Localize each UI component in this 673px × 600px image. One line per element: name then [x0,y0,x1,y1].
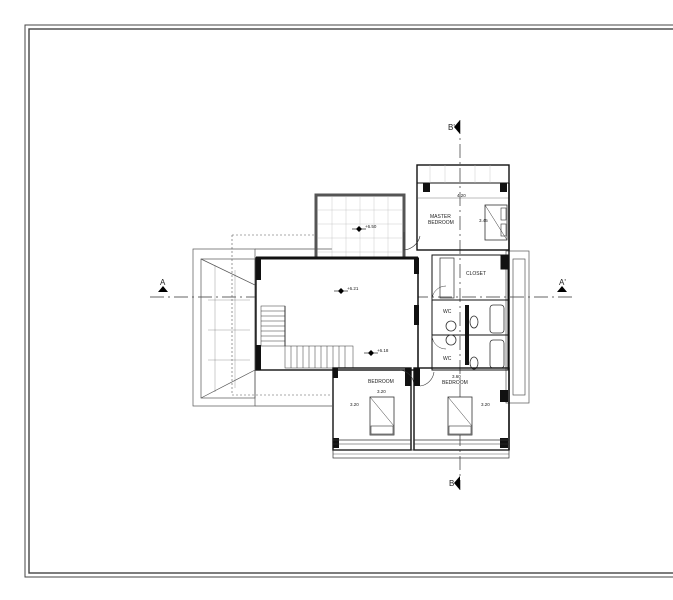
bedroom-left-depth-dim: 3.20 [350,402,359,407]
wc-lower-label: WC [443,356,452,362]
level-marker-terrace: +6.50 [352,224,377,232]
level-hall-text: +6.21 [347,286,359,291]
level-marker-hall: +6.21 [334,286,359,294]
section-line-b: B' B [448,120,461,490]
staircase [260,305,354,369]
toilet-upper-icon [469,315,479,329]
bedroom-left: BEDROOM 3.20 3.20 [332,367,415,451]
section-marker-b-bottom-icon [454,476,460,490]
bottom-balcony [332,449,510,459]
master-width-dim: 4.20 [457,193,466,198]
section-line-a: A A' [150,278,575,298]
corridor-walls [417,183,510,450]
master-bedroom-label: MASTER [430,214,451,220]
bedroom-left-label: BEDROOM [368,379,394,385]
sink-upper-icon [445,320,457,332]
section-label-b-prime: B' [448,123,455,132]
level-landing-text: +6.18 [377,348,389,353]
sheet-frame [24,24,673,578]
bedroom-right-door-icon [419,371,435,387]
section-marker-a-left-icon [158,286,168,292]
overhang-dashed-outline [231,234,332,396]
toilet-lower-icon [469,356,479,370]
bedroom-right-label: BEDROOM [442,380,468,386]
section-label-a-prime: A' [559,278,566,287]
wc-upper-label: WC [443,309,452,315]
bedroom-right: BEDROOM 3.60 3.20 [413,367,510,451]
closet-wc-block: CLOSET WC WC [431,254,509,371]
right-roof-outline [505,250,530,404]
closet-label: CLOSET [466,271,486,277]
bed-left-icon [369,396,395,436]
master-bedroom-label-2: BEDROOM [428,220,454,226]
bed-right-icon [447,396,473,436]
section-label-b: B [449,479,454,488]
level-marker-landing: +6.18 [364,348,389,356]
bedroom-right-width-dim: 3.60 [452,374,461,379]
bathtub-lower-icon [489,339,505,369]
bathtub-upper-icon [489,304,505,334]
section-marker-a-right-icon [557,286,567,292]
bedroom-right-depth-dim: 3.20 [481,402,490,407]
main-hall [255,256,419,371]
master-bedroom: MASTER BEDROOM 4.20 3.45 [403,164,510,251]
section-label-a: A [160,278,166,287]
bedroom-left-width-dim: 3.20 [377,389,386,394]
section-marker-b-top-icon [454,120,460,134]
master-door-swing-icon [403,232,421,251]
lower-roof-outline [192,248,332,407]
master-depth-dim: 3.45 [479,218,488,223]
sink-lower-icon [445,334,457,346]
level-terrace-text: +6.50 [365,224,377,229]
